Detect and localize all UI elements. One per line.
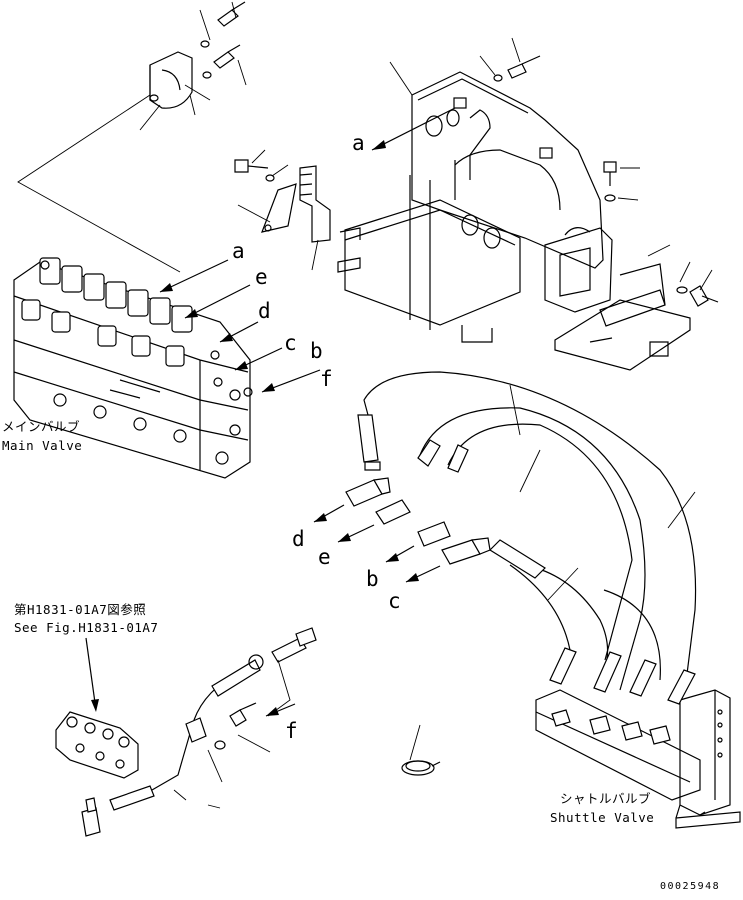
frame-plate xyxy=(337,71,613,343)
main-valve xyxy=(13,257,253,479)
arrow-icon xyxy=(265,703,296,717)
reference-caption-en: See Fig.H1831-01A7 xyxy=(14,620,158,635)
label-f-assembly: f xyxy=(285,719,298,743)
arrow-icon xyxy=(184,284,251,319)
arrow-icon xyxy=(371,107,456,151)
main-valve-caption-en: Main Valve xyxy=(2,438,82,453)
drawing-code: 00025948 xyxy=(660,881,720,892)
label-a-valve: a xyxy=(232,239,245,263)
label-c-adapter: c xyxy=(388,589,401,613)
label-f-valve: f xyxy=(320,367,333,391)
shuttle-valve-caption-en: Shuttle Valve xyxy=(550,810,654,825)
washer-icon xyxy=(200,40,212,79)
arrow-icon xyxy=(234,347,283,371)
label-e-valve: e xyxy=(255,265,268,289)
label-c-valve: c xyxy=(284,331,297,355)
washer-icon xyxy=(265,174,275,182)
bolt-icon xyxy=(507,55,541,79)
pilot-valve-block xyxy=(55,711,139,779)
arrow-icon xyxy=(159,259,229,293)
arrow-icon xyxy=(313,504,441,583)
bolt-icon xyxy=(213,1,246,69)
clamp-icon xyxy=(149,51,193,109)
label-d-adapter: d xyxy=(292,527,305,551)
label-b-adapter: b xyxy=(366,567,379,591)
bolt-icon xyxy=(689,285,719,307)
arrow-icon xyxy=(219,321,259,343)
hose-icon xyxy=(549,647,696,705)
hose-icon xyxy=(109,627,317,811)
reference-caption-jp: 第H1831-01A7図参照 xyxy=(14,602,146,617)
elbow-fitting-icon xyxy=(81,797,101,837)
bolt-icon xyxy=(229,702,257,727)
bolt-icon xyxy=(234,159,269,173)
label-b-valve: b xyxy=(310,339,323,363)
washer-icon xyxy=(214,740,226,750)
clamp-icon xyxy=(185,717,207,743)
label-d-valve: d xyxy=(258,299,271,323)
bolt-icon xyxy=(603,161,617,186)
elbow-fitting-icon xyxy=(345,477,491,565)
hose-icon xyxy=(363,371,697,691)
shuttle-valve-caption-jp: シャトルバルブ xyxy=(560,791,651,806)
elbow-fitting-icon xyxy=(551,709,671,745)
clamp-icon xyxy=(401,760,441,776)
main-valve-caption-jp: メインバルブ xyxy=(2,419,80,434)
label-a-frame: a xyxy=(352,131,365,155)
label-e-adapter: e xyxy=(318,545,331,569)
arrow-icon xyxy=(261,369,321,393)
